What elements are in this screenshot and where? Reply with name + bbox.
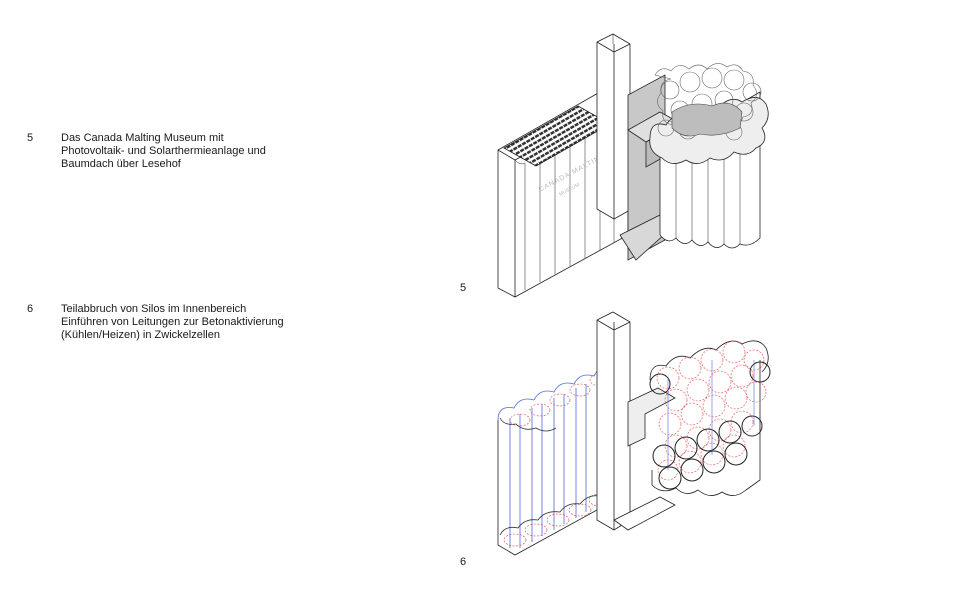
connector-bridge: [627, 387, 676, 447]
caption-text: Das Canada Malting Museum mit Photovolta…: [61, 132, 361, 171]
caption-line: Teilabbruch von Silos im Innenbereich: [61, 303, 247, 315]
figure-label-6: 6: [460, 556, 467, 568]
figure-5-museum-drawing: CANADA MALTING MUSEUM: [497, 33, 769, 298]
caption-text: Teilabbruch von Silos im Innenbereich Ei…: [61, 303, 361, 342]
caption-line: Das Canada Malting Museum mit: [61, 132, 224, 144]
tower: [596, 33, 631, 220]
caption-line: Photovoltaik- und Solarthermieanlage und: [61, 145, 266, 157]
tower: [596, 311, 676, 531]
figure-label-5: 5: [460, 282, 467, 294]
caption-line: Einführen von Leitungen zur Betonaktivie…: [61, 316, 284, 328]
caption-line: Baumdach über Lesehof: [61, 158, 181, 170]
caption-line: (Kühlen/Heizen) in Zwickelzellen: [61, 329, 220, 341]
caption-number: 5: [27, 132, 34, 144]
red-pipe-rings: [656, 340, 767, 481]
figure-6-silo-pipes-drawing: [497, 311, 771, 556]
right-silo-cluster-open: [649, 340, 771, 496]
tree-canopy: [654, 63, 762, 141]
silo-rings: [649, 361, 771, 490]
right-silo-cluster: [649, 63, 769, 249]
caption-number: 6: [27, 303, 34, 315]
